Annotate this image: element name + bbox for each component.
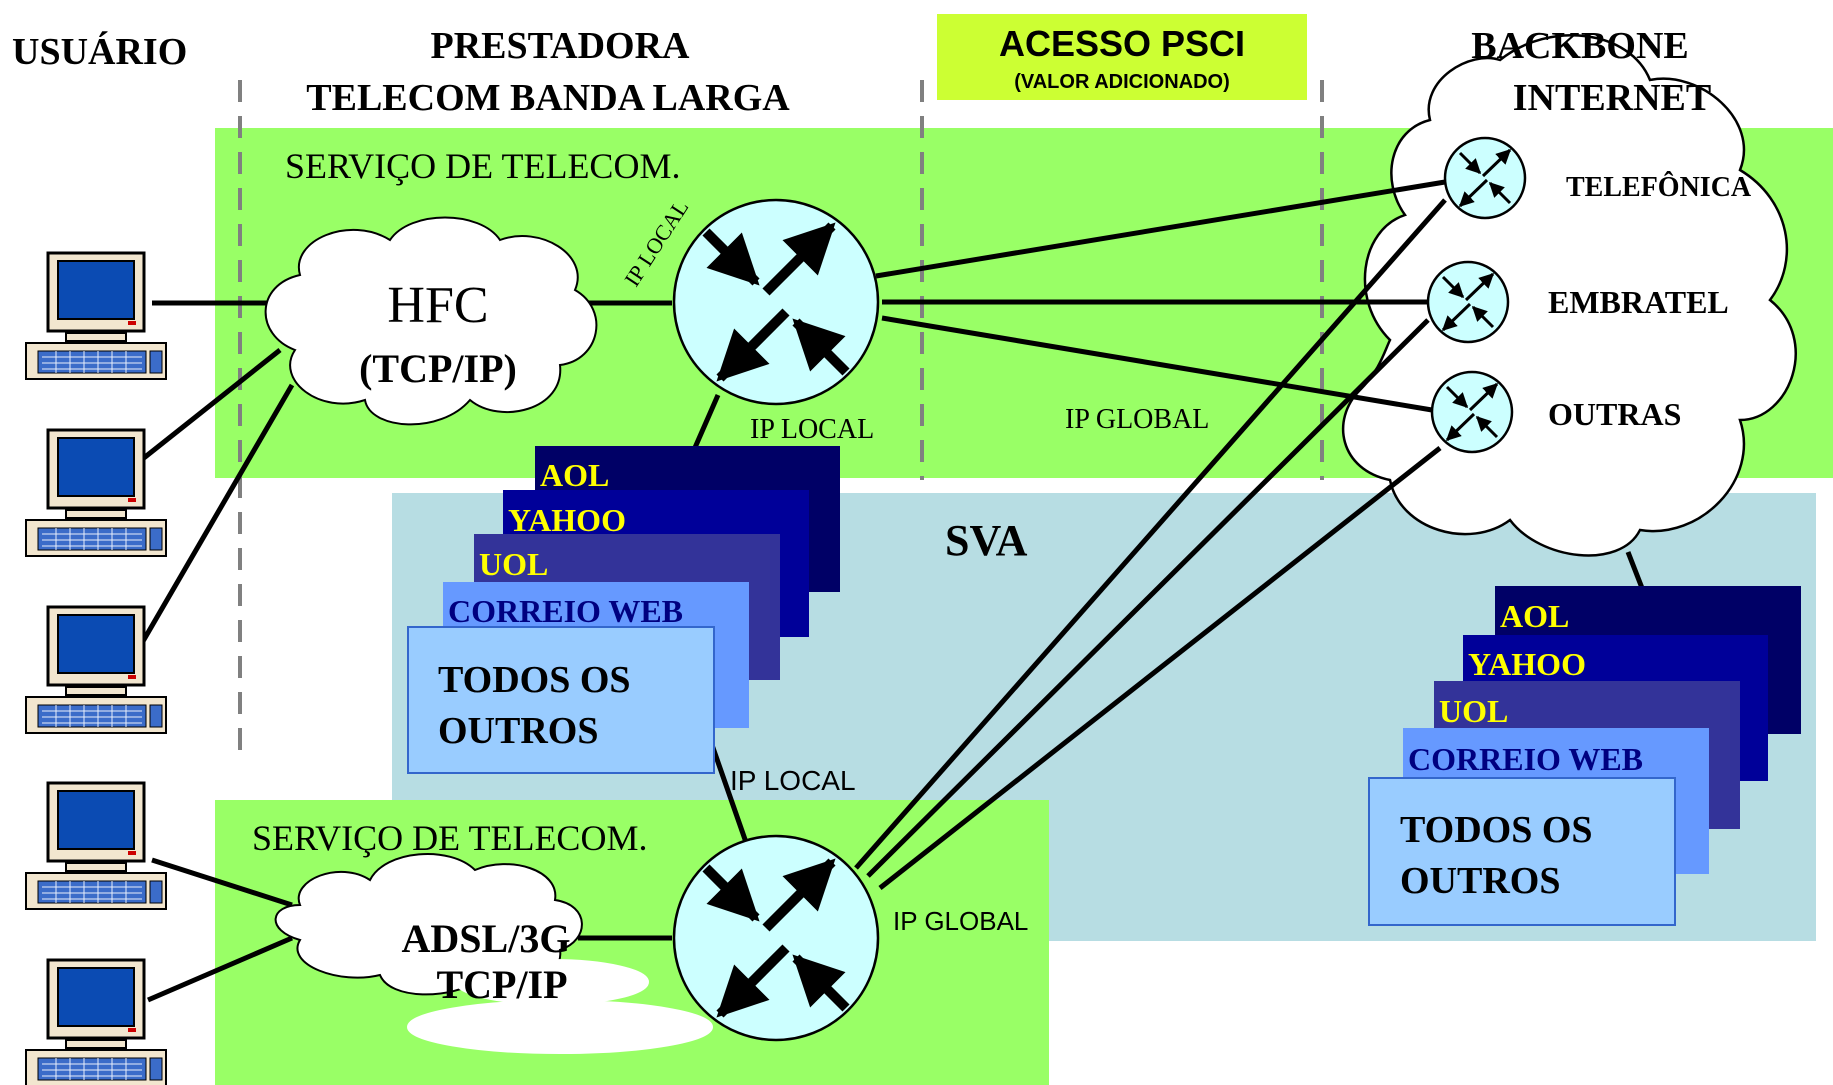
provider-aol-right: AOL bbox=[1500, 598, 1569, 634]
provider-outros-right: OUTROS bbox=[1400, 860, 1560, 902]
provider-card-outros-left bbox=[407, 626, 715, 774]
link-router-outras bbox=[881, 315, 1433, 413]
router-label-telefonica: TELEFÔNICA bbox=[1566, 172, 1752, 203]
zone-label-telecom-bottom: SERVIÇO DE TELECOM. bbox=[252, 818, 647, 858]
link-pc3-hfc bbox=[132, 383, 295, 657]
link-bottom-outras bbox=[878, 446, 1442, 890]
provider-correio-left: CORREIO WEB bbox=[448, 593, 683, 629]
link-router-telefonica bbox=[875, 179, 1446, 279]
link-label-ip-global-bottom: IP GLOBAL bbox=[893, 906, 1028, 936]
link-label-ip-local-top: IP LOCAL bbox=[750, 414, 874, 445]
provider-yahoo-right: YAHOO bbox=[1468, 646, 1586, 682]
header-prestadora-line1: PRESTADORA bbox=[431, 25, 691, 67]
zone-label-sva: SVA bbox=[945, 516, 1028, 565]
provider-uol-right: UOL bbox=[1439, 693, 1508, 729]
link-pc4-adsl bbox=[151, 857, 293, 908]
router-outras bbox=[1430, 370, 1514, 454]
provider-yahoo-left: YAHOO bbox=[508, 502, 626, 538]
provider-stack-right bbox=[1368, 586, 1801, 926]
router-label-embratel: EMBRATEL bbox=[1548, 284, 1729, 320]
adsl-sublabel: TCP/IP bbox=[436, 962, 567, 1007]
link-label-ip-global-top: IP GLOBAL bbox=[1065, 404, 1209, 435]
provider-uol-left: UOL bbox=[479, 546, 548, 582]
header-backbone-line2: INTERNET bbox=[1513, 77, 1712, 119]
user-pc-1 bbox=[24, 251, 168, 381]
header-acesso-sub: (VALOR ADICIONADO) bbox=[1014, 71, 1230, 93]
hfc-label: HFC bbox=[387, 277, 488, 334]
user-pc-4 bbox=[24, 781, 168, 911]
header-prestadora-line2: TELECOM BANDA LARGA bbox=[306, 77, 790, 119]
provider-stack-left bbox=[407, 446, 840, 774]
acesso-psci-box bbox=[937, 14, 1307, 100]
router-embratel bbox=[1426, 260, 1510, 344]
user-pc-5 bbox=[24, 958, 168, 1085]
adsl-cloud bbox=[274, 853, 713, 1054]
header-backbone-line1: BACKBONE bbox=[1471, 25, 1688, 67]
router-top bbox=[672, 198, 880, 406]
router-bottom bbox=[672, 834, 880, 1042]
provider-card-outros-right bbox=[1368, 777, 1676, 926]
provider-outros-left: OUTROS bbox=[438, 710, 598, 752]
adsl-label: ADSL/3G bbox=[402, 916, 571, 961]
link-label-ip-local-bottom: IP LOCAL bbox=[730, 765, 856, 796]
link-pc5-adsl bbox=[147, 935, 293, 1003]
link-bottom-embratel bbox=[866, 318, 1430, 878]
zone-label-telecom-top: SERVIÇO DE TELECOM. bbox=[285, 146, 680, 186]
provider-todos-left: TODOS OS bbox=[438, 659, 631, 701]
provider-todos-right: TODOS OS bbox=[1400, 809, 1593, 851]
link-backbone-aol-right bbox=[1625, 551, 1645, 589]
user-pc-2 bbox=[24, 428, 168, 558]
hfc-cloud bbox=[264, 216, 598, 426]
header-usuario: USUÁRIO bbox=[12, 31, 187, 73]
provider-correio-right: CORREIO WEB bbox=[1408, 741, 1643, 777]
hfc-sublabel: (TCP/IP) bbox=[359, 346, 517, 391]
provider-aol-left: AOL bbox=[540, 457, 609, 493]
link-others-router-bottom bbox=[709, 744, 751, 849]
router-telefonica bbox=[1443, 136, 1527, 220]
link-pc2-hfc bbox=[133, 348, 282, 467]
connection-lines bbox=[132, 179, 1645, 1003]
user-pc-3 bbox=[24, 605, 168, 735]
link-bottom-telefonica bbox=[854, 198, 1447, 870]
router-label-outras: OUTRAS bbox=[1548, 396, 1681, 432]
header-acesso-title: ACESSO PSCI bbox=[999, 23, 1245, 64]
